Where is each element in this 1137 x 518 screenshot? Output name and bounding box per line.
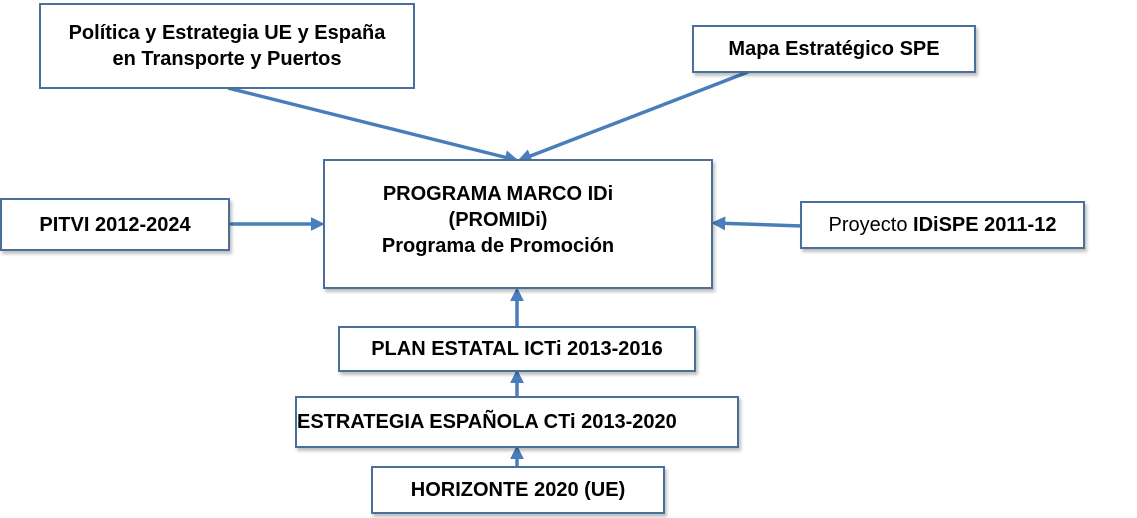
arrow-mapa-to-promidi: [517, 70, 749, 163]
arrow-politica-to-promidi: [227, 86, 519, 165]
node-idispe: Proyecto IDiSPE 2011-12: [800, 201, 1085, 249]
arrow-idispe-to-promidi: [711, 216, 803, 231]
node-estrategia-label: ESTRATEGIA ESPAÑOLA CTi 2013-2020: [297, 411, 677, 433]
node-pitvi: PITVI 2012-2024: [0, 198, 230, 251]
node-idispe-prefix: Proyecto: [828, 214, 914, 236]
node-estrategia: ESTRATEGIA ESPAÑOLA CTi 2013-2020: [295, 396, 739, 448]
node-horizonte-label: HORIZONTE 2020 (UE): [410, 479, 626, 501]
node-politica-line1: Política y Estrategia UE y España: [68, 22, 386, 44]
node-plan-estatal: PLAN ESTATAL ICTi 2013-2016: [338, 326, 696, 372]
node-mapa-label: Mapa Estratégico SPE: [728, 38, 940, 60]
node-horizonte: HORIZONTE 2020 (UE): [371, 466, 665, 514]
node-promidi-line3: Programa de Promoción: [381, 235, 615, 257]
node-promidi-line1: PROGRAMA MARCO IDi: [382, 183, 614, 205]
node-politica-line2: en Transporte y Puertos: [112, 48, 342, 70]
node-pitvi-label: PITVI 2012-2024: [39, 213, 191, 236]
node-plan-estatal-label: PLAN ESTATAL ICTi 2013-2016: [371, 338, 663, 360]
node-mapa: Mapa Estratégico SPE: [692, 25, 976, 73]
node-promidi-line2: (PROMIDi): [448, 209, 548, 231]
node-politica: Política y Estrategia UE y España en Tra…: [39, 3, 415, 89]
node-promidi: PROGRAMA MARCO IDi (PROMIDi) Programa de…: [323, 159, 713, 289]
node-idispe-bold: IDiSPE 2011-12: [913, 214, 1057, 236]
